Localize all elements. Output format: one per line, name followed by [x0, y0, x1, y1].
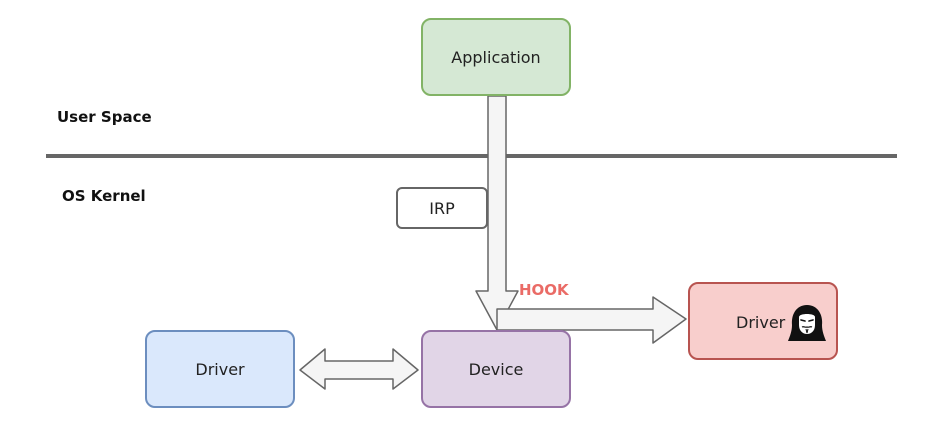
driver-right-label: Driver: [736, 313, 786, 332]
application-node: Application: [421, 18, 571, 96]
device-label: Device: [468, 359, 524, 379]
driver-node-left: Driver: [145, 330, 295, 408]
user-space-label: User Space: [57, 108, 152, 126]
hook-label: HOOK: [519, 281, 569, 299]
os-kernel-label: OS Kernel: [62, 187, 146, 205]
driver-device-arrow: [299, 348, 419, 390]
device-node: Device: [421, 330, 571, 408]
hacker-icon: [788, 305, 826, 341]
irp-label: IRP: [429, 198, 455, 218]
irp-node: IRP: [396, 187, 488, 229]
application-label: Application: [451, 47, 541, 67]
driver-left-label: Driver: [195, 359, 245, 379]
